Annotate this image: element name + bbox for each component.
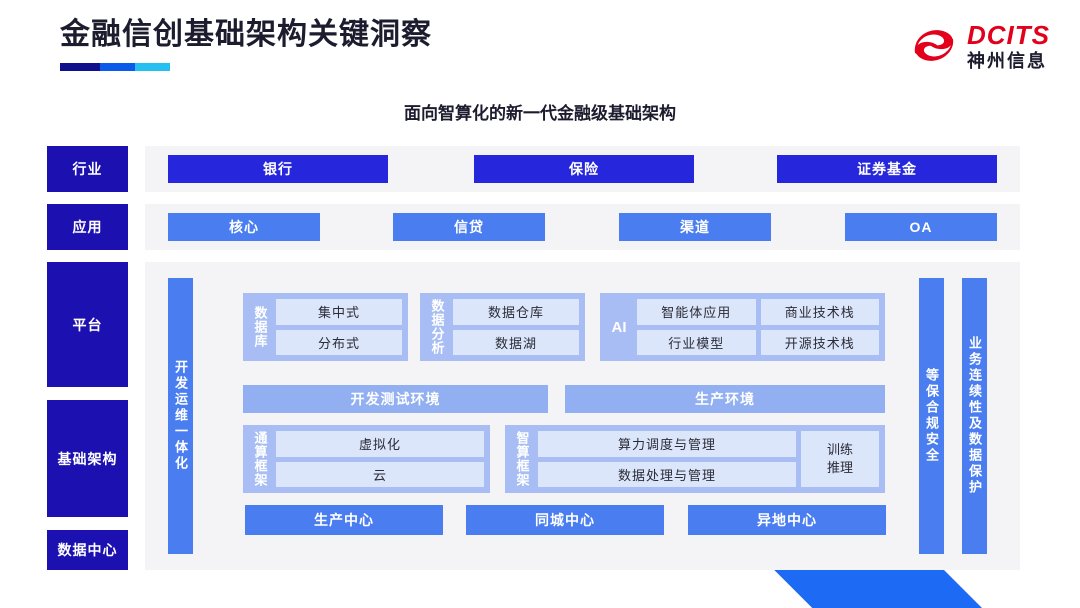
- vertical-bar-compliance-security[interactable]: 等保合规安全: [919, 278, 944, 554]
- cell-training-inference[interactable]: 训练 推理: [801, 431, 879, 487]
- accent-segment-3: [134, 63, 170, 71]
- group-database[interactable]: 数据库 集中式 分布式: [243, 293, 408, 361]
- title-accent-bar: [60, 63, 170, 71]
- industry-box-insurance[interactable]: 保险: [474, 155, 694, 183]
- datacenter-box-metro[interactable]: 同城中心: [466, 505, 664, 535]
- group-body-database: 集中式 分布式: [276, 299, 402, 355]
- cell-distributed[interactable]: 分布式: [276, 329, 402, 355]
- group-body-intelligent-compute: 算力调度与管理 数据处理与管理 训练 推理: [538, 431, 879, 487]
- rail-item-application[interactable]: 应用: [47, 204, 128, 250]
- industry-box-securities[interactable]: 证券基金: [777, 155, 997, 183]
- cell-agent-application[interactable]: 智能体应用: [637, 299, 756, 325]
- datacenter-box-remote[interactable]: 异地中心: [688, 505, 886, 535]
- cell-industry-model[interactable]: 行业模型: [637, 329, 756, 355]
- cell-centralized[interactable]: 集中式: [276, 299, 402, 325]
- rail-item-datacenter[interactable]: 数据中心: [47, 530, 128, 570]
- intelligent-compute-column: 算力调度与管理 数据处理与管理: [538, 431, 796, 487]
- diagram-subtitle: 面向智算化的新一代金融级基础架构: [404, 104, 676, 123]
- application-panel: 核心 信贷 渠道 OA: [145, 204, 1020, 250]
- accent-segment-2: [99, 63, 135, 71]
- datacenter-box-production[interactable]: 生产中心: [245, 505, 443, 535]
- group-label-database: 数据库: [252, 306, 268, 348]
- application-box-core[interactable]: 核心: [168, 213, 320, 241]
- cell-cloud[interactable]: 云: [276, 461, 484, 487]
- brand-logo: DCITS 神州信息: [909, 22, 1050, 70]
- cell-data-warehouse[interactable]: 数据仓库: [453, 299, 579, 325]
- application-box-oa[interactable]: OA: [845, 213, 997, 241]
- group-body-data-analysis: 数据仓库 数据湖: [453, 299, 579, 355]
- cell-virtualization[interactable]: 虚拟化: [276, 431, 484, 457]
- industry-panel: 银行 保险 证券基金: [145, 146, 1020, 192]
- group-general-compute-framework[interactable]: 通算框架 虚拟化 云: [243, 425, 490, 493]
- rail-item-industry[interactable]: 行业: [47, 146, 128, 192]
- accent-segment-1: [60, 63, 100, 71]
- env-bar-dev-test[interactable]: 开发测试环境: [243, 385, 548, 413]
- application-box-channel[interactable]: 渠道: [619, 213, 771, 241]
- application-box-credit[interactable]: 信贷: [393, 213, 545, 241]
- logo-en-text: DCITS: [967, 20, 1050, 50]
- industry-box-bank[interactable]: 银行: [168, 155, 388, 183]
- cell-data-processing[interactable]: 数据处理与管理: [538, 461, 796, 487]
- training-label: 训练: [826, 442, 853, 458]
- group-intelligent-compute-framework[interactable]: 智算框架 算力调度与管理 数据处理与管理 训练 推理: [505, 425, 885, 493]
- group-label-intelligent-compute: 智算框架: [514, 431, 530, 487]
- cell-commercial-stack[interactable]: 商业技术栈: [760, 299, 879, 325]
- rail-item-infrastructure[interactable]: 基础架构: [47, 400, 128, 517]
- cell-compute-scheduling[interactable]: 算力调度与管理: [538, 431, 796, 457]
- group-label-general-compute: 通算框架: [252, 431, 268, 487]
- env-bar-production[interactable]: 生产环境: [565, 385, 885, 413]
- cell-opensource-stack[interactable]: 开源技术栈: [760, 329, 879, 355]
- logo-cn-text: 神州信息: [967, 51, 1047, 71]
- group-label-ai: AI: [611, 318, 627, 336]
- cell-data-lake[interactable]: 数据湖: [453, 329, 579, 355]
- vertical-bar-devops[interactable]: 开发运维一体化: [168, 278, 193, 554]
- group-label-data-analysis: 数据分析: [429, 299, 445, 355]
- group-ai[interactable]: AI 智能体应用 商业技术栈 行业模型 开源技术栈: [600, 293, 885, 361]
- group-body-ai: 智能体应用 商业技术栈 行业模型 开源技术栈: [637, 299, 879, 355]
- logo-text: DCITS 神州信息: [967, 22, 1050, 70]
- inference-label: 推理: [826, 460, 853, 475]
- page-header: 金融信创基础架构关键洞察: [60, 18, 432, 71]
- page-title: 金融信创基础架构关键洞察: [60, 18, 432, 51]
- group-body-general-compute: 虚拟化 云: [276, 431, 484, 487]
- rail-item-platform[interactable]: 平台: [47, 262, 128, 387]
- group-data-analysis[interactable]: 数据分析 数据仓库 数据湖: [420, 293, 585, 361]
- vertical-bar-business-continuity[interactable]: 业务连续性及数据保护: [962, 278, 987, 554]
- swirl-logo-icon: [909, 23, 959, 69]
